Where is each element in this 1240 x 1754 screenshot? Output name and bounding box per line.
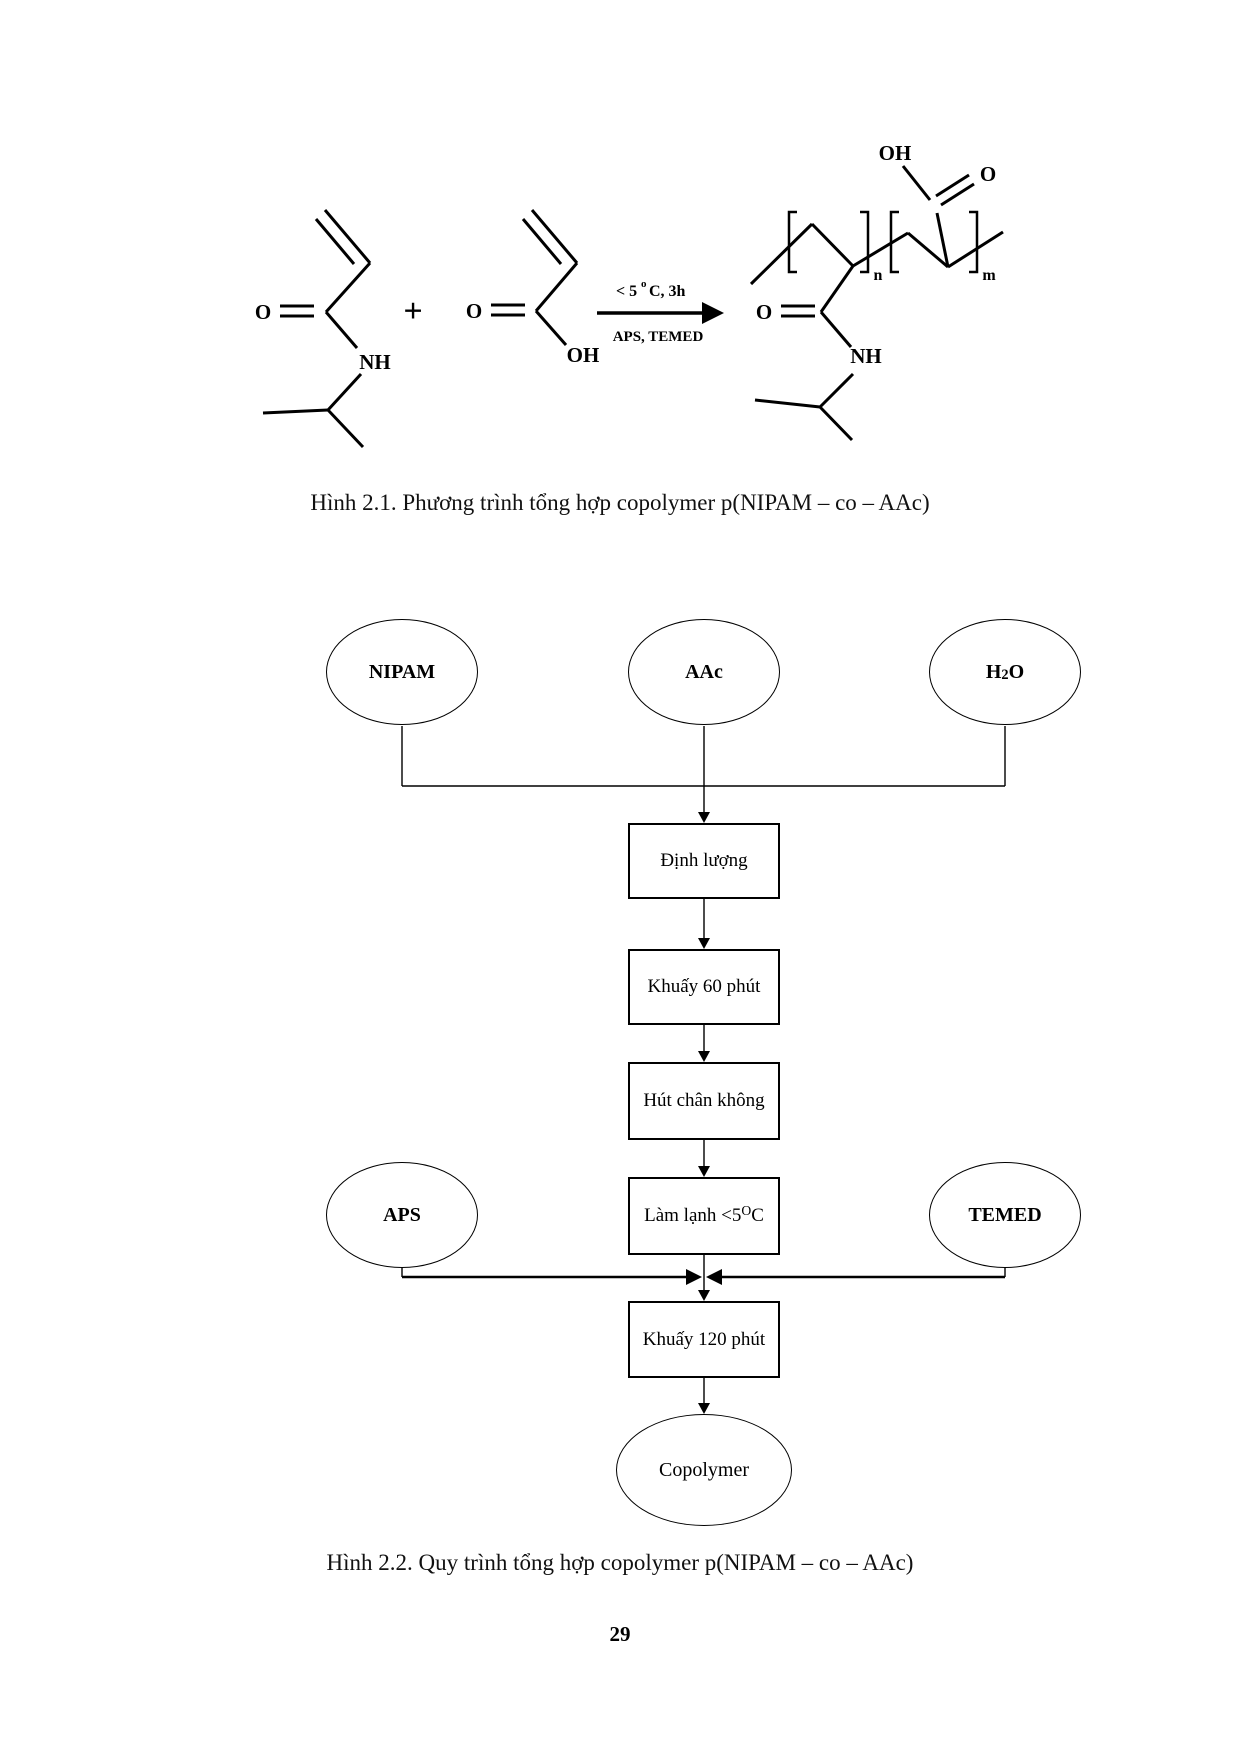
catalyst-label-temed: TEMED	[968, 1203, 1042, 1226]
product-nh-label: NH	[850, 344, 882, 368]
reaction-equation-figure: O NH + O OH < 5 o C, 3h APS, TEMED	[255, 141, 1004, 449]
aac-oxygen-label: O	[466, 299, 482, 323]
input-label-h2o-post: O	[1008, 660, 1025, 683]
output-label-copolymer: Copolymer	[659, 1458, 749, 1481]
nipam-oxygen-label: O	[255, 300, 271, 324]
product-acid-oxygen-label: O	[980, 162, 996, 186]
aac-oh-label: OH	[567, 343, 600, 367]
acrylic-acid-structure	[491, 209, 579, 346]
input-ellipse-aac: AAc	[628, 619, 780, 725]
output-ellipse-copolymer: Copolymer	[616, 1414, 792, 1526]
reaction-conditions-degree-sup: o	[641, 278, 647, 290]
catalyst-label-aps: APS	[383, 1203, 421, 1226]
flowchart-connectors	[401, 726, 1006, 1414]
step-box-lam-lanh: Làm lạnh <5OC	[628, 1177, 780, 1255]
input-label-aac: AAc	[685, 660, 723, 683]
page-number: 29	[609, 1622, 631, 1646]
input-ellipse-nipam: NIPAM	[326, 619, 478, 725]
step-box-khuay-120: Khuấy 120 phút	[628, 1301, 780, 1378]
nipam-nh-label: NH	[359, 350, 391, 374]
figure-2-2-caption: Hình 2.2. Quy trình tổng hợp copolymer p…	[326, 1550, 914, 1575]
step-box-khuay-60: Khuấy 60 phút	[628, 949, 780, 1025]
input-label-nipam: NIPAM	[368, 660, 436, 683]
step-box-dinh-luong: Định lượng	[628, 823, 780, 899]
catalyst-ellipse-temed: TEMED	[929, 1162, 1081, 1268]
step-label-hut-chan-khong: Hút chân không	[643, 1090, 765, 1111]
step-label-khuay-120: Khuấy 120 phút	[642, 1328, 766, 1350]
step-label-lam-lanh-sup: O	[741, 1202, 752, 1218]
repeat-unit-n-subscript: n	[874, 267, 883, 284]
step-label-khuay-60: Khuấy 60 phút	[647, 976, 761, 997]
step-label-lam-lanh: Làm lạnh <5	[644, 1205, 742, 1226]
reaction-conditions-time: C, 3h	[649, 283, 686, 300]
step-label-lam-lanh-post: C	[751, 1205, 764, 1226]
copolymer-product-structure	[749, 165, 1004, 442]
reaction-arrow	[597, 302, 724, 324]
repeat-unit-m-subscript: m	[982, 267, 996, 284]
nipam-monomer-structure	[262, 209, 372, 449]
reaction-catalyst-label: APS, TEMED	[613, 329, 704, 345]
product-oh-label: OH	[879, 141, 912, 165]
figure-2-1-caption: Hình 2.1. Phương trình tổng hợp copolyme…	[310, 490, 930, 515]
product-amide-oxygen-label: O	[756, 300, 772, 324]
step-box-hut-chan-khong: Hút chân không	[628, 1062, 780, 1140]
arrowheads	[686, 812, 722, 1414]
plus-sign: +	[403, 293, 422, 330]
catalyst-ellipse-aps: APS	[326, 1162, 478, 1268]
step-label-dinh-luong: Định lượng	[660, 850, 748, 871]
input-label-h2o-sub: 2	[1001, 667, 1009, 684]
input-label-h2o: H	[985, 660, 1002, 683]
reaction-conditions-temperature: < 5	[616, 283, 637, 300]
